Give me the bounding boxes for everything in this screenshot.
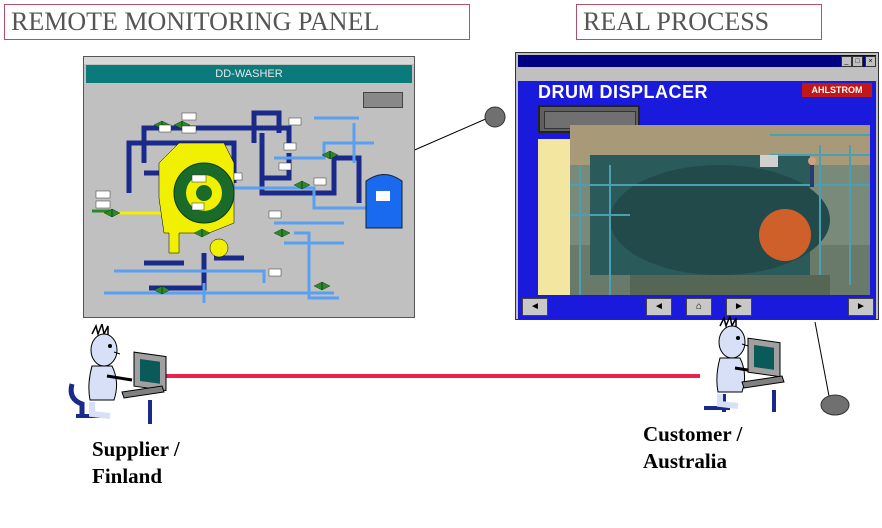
minimize-icon[interactable]: _	[841, 56, 852, 67]
real-callout-dot	[820, 394, 850, 416]
side-info-strip	[538, 139, 570, 295]
process-schematic	[92, 110, 403, 303]
remote-panel-screen: DD-WASHER	[83, 56, 415, 318]
real-callout-line	[814, 321, 830, 397]
orange-drum-end	[759, 209, 811, 261]
customer-operator-figure	[704, 316, 785, 412]
customer-label: Customer / Australia	[643, 422, 743, 473]
pump-icon	[209, 238, 229, 258]
nav-previous-button[interactable]: ◄	[646, 298, 672, 316]
supplier-label: Supplier / Finland	[92, 437, 180, 488]
window-nav-bar: ◄ ◄ ⌂ ► ►	[518, 295, 876, 319]
ahlstrom-logo: AHLSTROM	[802, 83, 872, 97]
window-menu-bar	[518, 68, 876, 80]
close-icon[interactable]: ×	[865, 56, 876, 67]
panel-top-bar	[84, 57, 414, 64]
panel-title-bar: DD-WASHER	[86, 65, 412, 83]
nav-home-button[interactable]: ⌂	[686, 298, 712, 316]
real-process-window: _ □ × DRUM DISPLACER AHLSTROM	[515, 52, 879, 320]
remote-callout-line	[409, 117, 489, 153]
panel-button[interactable]	[363, 92, 403, 108]
nav-back-icon[interactable]: ◄	[522, 298, 548, 316]
window-title-bar	[518, 55, 876, 67]
maximize-icon[interactable]: □	[852, 56, 863, 67]
supplier-operator-figure	[68, 324, 167, 424]
nav-next-button[interactable]: ►	[726, 298, 752, 316]
storage-tank	[365, 174, 403, 229]
drum-displacer-heading: DRUM DISPLACER	[538, 82, 709, 102]
nav-forward-icon[interactable]: ►	[848, 298, 874, 316]
real-process-title: REAL PROCESS	[576, 4, 822, 40]
drum-displacer-photo	[570, 125, 870, 295]
remote-callout-dot	[484, 106, 506, 128]
window-content: DRUM DISPLACER AHLSTROM	[518, 81, 876, 295]
remote-monitoring-title: REMOTE MONITORING PANEL	[4, 4, 470, 40]
